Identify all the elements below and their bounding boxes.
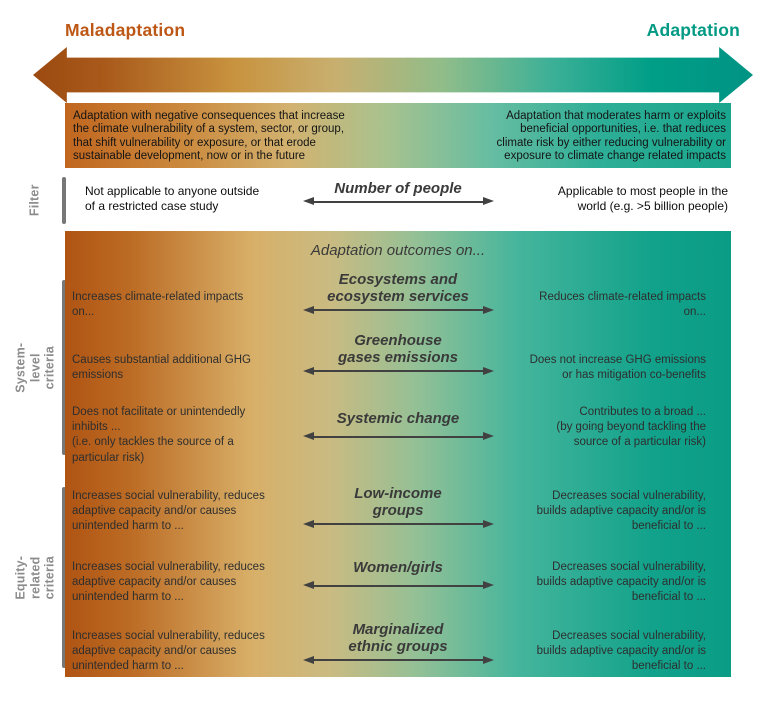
row-center: Marginalized ethnic groups — [288, 621, 508, 664]
filter-axis-label: Number of people — [334, 180, 462, 197]
row-left-text: Causes substantial additional GHG emissi… — [72, 354, 251, 382]
equity-related-criteria-bar — [62, 487, 66, 668]
double-arrow-icon — [302, 581, 494, 589]
row-marginalized-ethnic-groups: Increases social vulnerability, reduces … — [65, 621, 731, 702]
row-right-text: Does not increase GHG emissions or has m… — [529, 354, 706, 382]
row-left-text: Does not facilitate or unintendedly inhi… — [72, 406, 246, 464]
system-level-criteria-label: System-level criteria — [12, 280, 58, 455]
row-right-text: Decreases social vulnerability, builds a… — [536, 561, 706, 604]
maladaptation-definition: Adaptation with negative consequences th… — [73, 110, 345, 163]
filter-section-label: Filter — [14, 176, 56, 224]
row-right-text: Contributes to a broad ... (by going bey… — [556, 406, 706, 449]
row-center-label: Low-income groups — [354, 485, 442, 519]
filter-right-text: Applicable to most people in the world (… — [557, 184, 728, 213]
row-ghg-emissions: Causes substantial additional GHG emissi… — [65, 332, 731, 413]
filter-section-bar — [62, 177, 66, 224]
row-left-text: Increases climate-related impacts on... — [72, 291, 244, 319]
row-center: Greenhouse gases emissions — [288, 332, 508, 375]
adaptation-outcomes-panel: Adaptation outcomes on... Increases clim… — [65, 231, 731, 677]
row-left-text: Increases social vulnerability, reduces … — [72, 561, 265, 604]
outcomes-header: Adaptation outcomes on... — [310, 242, 486, 259]
system-level-criteria-label-text: System-level criteria — [13, 342, 57, 393]
double-arrow-icon — [302, 197, 494, 205]
row-low-income-groups: Increases social vulnerability, reduces … — [65, 485, 731, 566]
row-center: Women/girls — [288, 558, 508, 589]
equity-related-criteria-label-text: Equity-related criteria — [13, 555, 57, 600]
row-center-label: Women/girls — [353, 559, 443, 576]
adaptation-definition: Adaptation that moderates harm or exploi… — [496, 110, 726, 163]
row-center-label: Ecosystems and ecosystem services — [327, 271, 469, 305]
system-level-criteria-bar — [62, 280, 66, 455]
row-ecosystems: Increases climate-related impacts on... … — [65, 271, 731, 352]
row-right-text: Decreases social vulnerability, builds a… — [536, 630, 706, 673]
filter-left-text: Not applicable to anyone outside of a re… — [85, 184, 260, 213]
row-left-text: Increases social vulnerability, reduces … — [72, 490, 265, 533]
row-center: Ecosystems and ecosystem services — [288, 271, 508, 314]
row-left-text: Increases social vulnerability, reduces … — [72, 630, 265, 673]
gradient-scale-double-arrow-icon — [33, 47, 753, 103]
row-center-label: Greenhouse gases emissions — [337, 332, 459, 366]
definitions-strip: Adaptation with negative consequences th… — [65, 103, 731, 168]
row-right-text: Decreases social vulnerability, builds a… — [536, 490, 706, 533]
adaptation-title: Adaptation — [646, 20, 740, 40]
equity-related-criteria-label: Equity-related criteria — [12, 487, 58, 668]
row-center: Low-income groups — [288, 485, 508, 528]
double-arrow-icon — [302, 366, 494, 375]
row-systemic-change: Does not facilitate or unintendedly inhi… — [65, 405, 731, 485]
row-women-girls: Increases social vulnerability, reduces … — [65, 558, 731, 638]
row-right-text: Reduces climate-related impacts on... — [539, 291, 706, 319]
row-center: Systemic change — [288, 405, 508, 440]
maladaptation-title: Maladaptation — [65, 20, 186, 40]
row-center-label: Marginalized ethnic groups — [348, 621, 448, 655]
double-arrow-icon — [302, 432, 494, 440]
double-arrow-icon — [302, 655, 494, 664]
row-center-label: Systemic change — [336, 410, 460, 427]
filter-axis: Number of people — [65, 180, 731, 205]
double-arrow-icon — [302, 305, 494, 314]
filter-section-label-text: Filter — [27, 184, 42, 216]
double-arrow-icon — [302, 519, 494, 528]
